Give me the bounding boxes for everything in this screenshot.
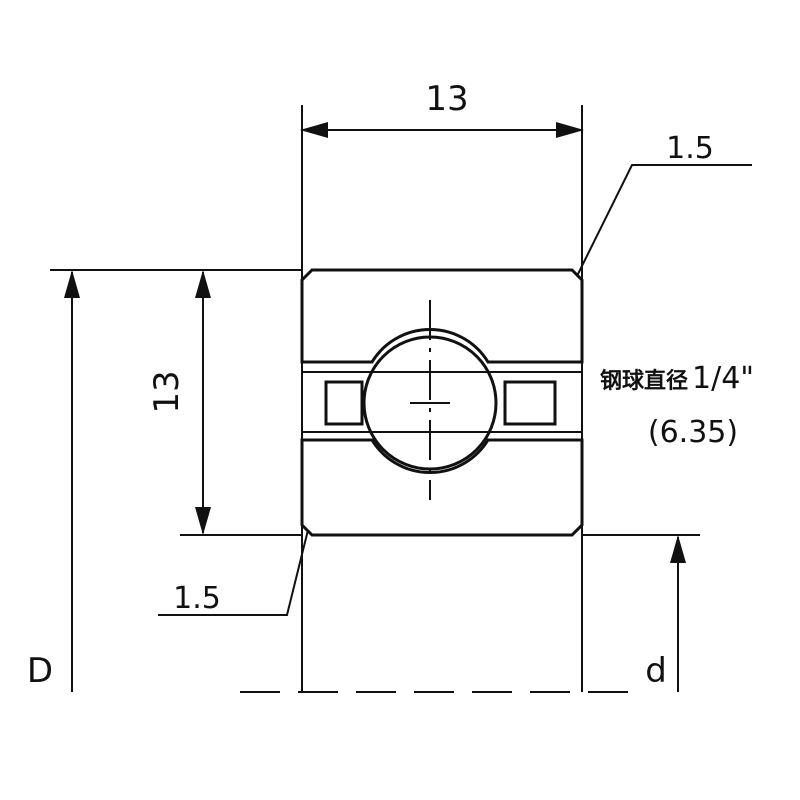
chamfer-bottom-label: 1.5 — [173, 581, 221, 616]
outer-diameter-dimension: D — [27, 270, 80, 692]
inner-diameter-label: d — [645, 651, 667, 691]
inner-ring — [300, 438, 584, 537]
chamfer-top-label: 1.5 — [666, 131, 714, 166]
width-dim-label: 13 — [425, 79, 468, 119]
ball-label-cn: 钢球直径 — [600, 368, 688, 394]
width-dimension: 13 — [300, 79, 584, 138]
ball-diameter-note: 钢球直径 1/4" (6.35) — [600, 361, 754, 450]
cage-left — [324, 380, 364, 426]
outer-diameter-label: D — [27, 651, 53, 691]
ball-label-mm: (6.35) — [648, 415, 738, 450]
chamfer-top-leader: 1.5 — [576, 131, 752, 277]
outer-ring — [300, 268, 584, 364]
ball-label-inch: 1/4" — [692, 361, 754, 396]
cage-right — [503, 380, 557, 426]
extension-lines — [50, 105, 700, 693]
chamfer-bottom-leader: 1.5 — [158, 529, 309, 616]
ball-centerlines — [410, 300, 450, 500]
inner-diameter-dimension: d — [645, 535, 686, 692]
height-dimension: 13 — [147, 270, 211, 535]
height-dim-label: 13 — [147, 370, 187, 413]
